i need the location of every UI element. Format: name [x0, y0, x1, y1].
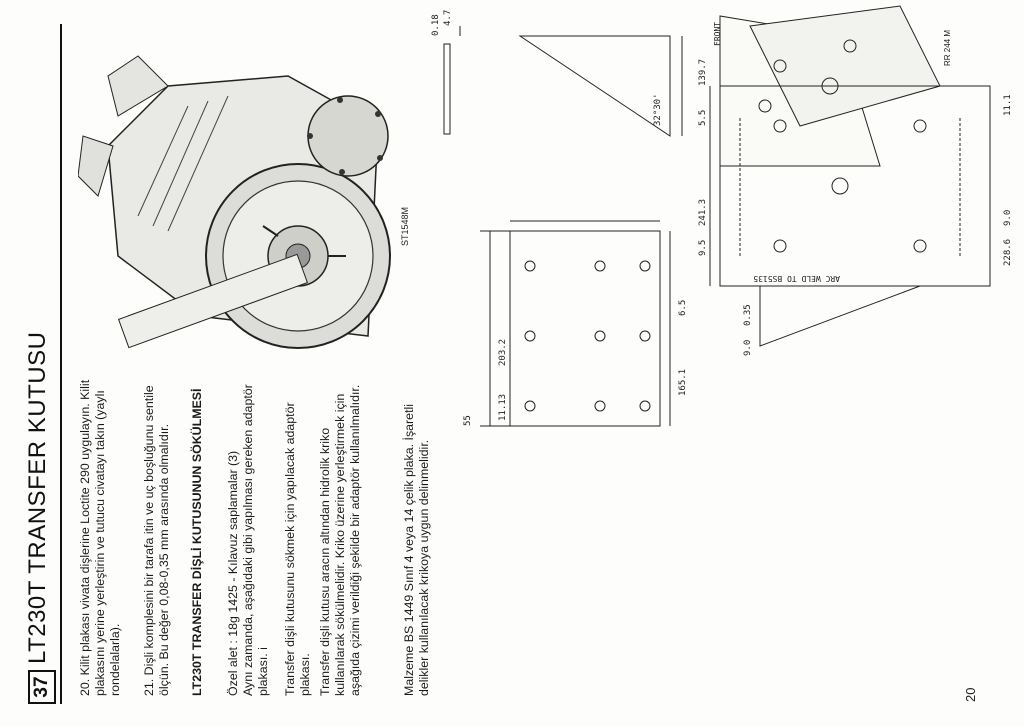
dim-bp-4: 9.0 [1003, 210, 1013, 226]
dim-top-4: 6.5 [678, 300, 688, 316]
dim-bp-5: 11.1 [1003, 94, 1013, 116]
dim-bp-2: 9.5 [698, 240, 708, 256]
strip-plate [443, 43, 451, 135]
dim-tri-2: 5.5 [698, 110, 708, 126]
dim-tr-1: 0.18 [431, 14, 441, 36]
top-plate-holes [524, 260, 651, 412]
step-20-text: 20. Kilit plakası vivata dişlerine Locti… [78, 376, 134, 696]
special-tool-cont: Aynı zamanda, aşağıdaki gibi yapılması g… [241, 384, 271, 696]
top-plate-outline [509, 230, 661, 427]
section-heading-text: LT230T TRANSFER DİŞLİ KUTUSUNUN SÖKÜLMES… [190, 388, 204, 696]
adapter-paragraph: Transfer dişli kutusunu sökmek için yapı… [283, 402, 313, 696]
section-number: 37 [28, 670, 56, 704]
title-rule [60, 24, 62, 704]
iso-plate-b [749, 5, 941, 127]
dim-top-2: 203.2 [498, 339, 508, 366]
dim-left-1: 9.0 [743, 340, 753, 356]
transfer-box-photo: ST1548M [78, 55, 410, 349]
dim-top-1: 11.13 [498, 394, 508, 421]
dim-tri-1: 139.7 [698, 59, 708, 86]
photo-label: ST1548M [400, 207, 410, 246]
bottom-plate-holes [773, 119, 927, 253]
adapter-plate-drawings: 11.13 203.2 165.1 6.5 55 139.7 5.5 32°30… [431, 5, 1013, 427]
drawing-ref: RR 244 M [943, 30, 952, 66]
step-21-text: 21. Dişli komplesini bir tarafa itin ve … [142, 376, 182, 696]
step-20: 20. Kilit plakası vivata dişlerine Locti… [78, 379, 123, 696]
jack-paragraph: Transfer dişli kutusu aracın altından hi… [318, 384, 363, 696]
angle-label: 32°30' [653, 93, 663, 126]
triangle-gusset [518, 35, 671, 137]
dim-top-5: 55 [463, 415, 473, 426]
dim-left-2: 0.35 [743, 304, 753, 326]
step-21: 21. Dişli komplesini bir tarafa itin ve … [142, 385, 172, 696]
jack-text: Transfer dişli kutusu aracın altından hi… [318, 376, 374, 696]
weld-gusset [759, 285, 921, 347]
dim-bp-1: 241.3 [698, 199, 708, 226]
special-tool: Özel alet : 18g 1425 - Kılavuz saplamala… [226, 450, 240, 696]
section-heading: LT230T TRANSFER DİŞLİ KUTUSUNUN SÖKÜLMES… [190, 376, 215, 696]
weld-note: ARC WELD TO BS5135 [753, 274, 840, 283]
page-title: LT230T TRANSFER KUTUSU [24, 331, 51, 664]
special-tool-block: Özel alet : 18g 1425 - Kılavuz saplamala… [226, 376, 282, 696]
page-number: 20 [963, 687, 978, 702]
dim-top-3: 165.1 [678, 369, 688, 396]
dim-bp-3: 228.6 [1003, 239, 1013, 266]
front-label: FRONT [713, 22, 722, 46]
dim-tr-2: 4.7 [443, 10, 453, 26]
